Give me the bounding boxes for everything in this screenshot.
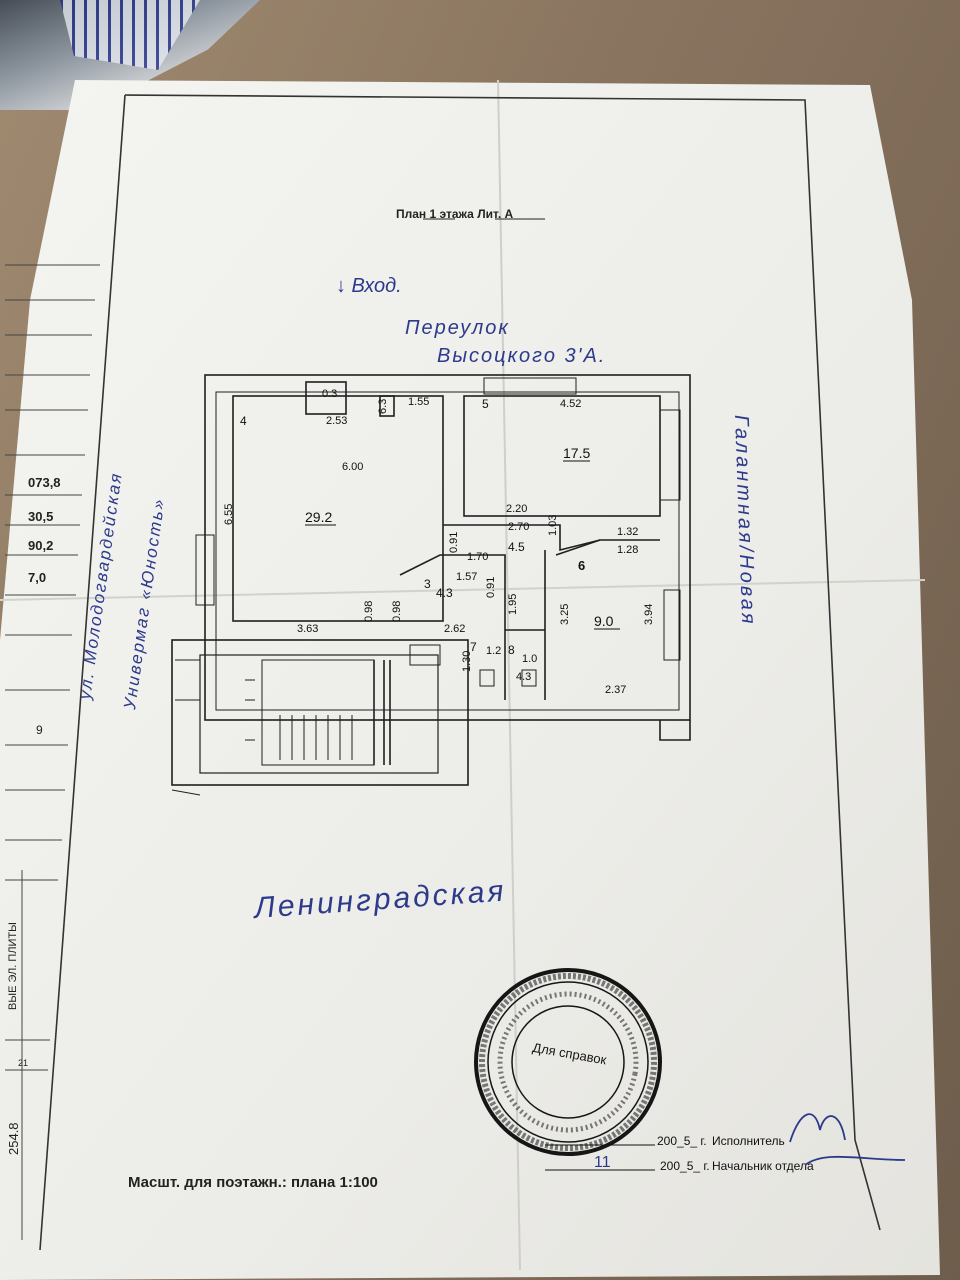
dim-label: 3.63 [297,623,318,635]
stair-treads [245,679,353,760]
strip-value: 9 [36,723,43,737]
fold-line [497,79,521,1271]
round-stamp: Для справок [474,968,662,1156]
dim-label: 1.03 [547,515,559,536]
plan-title: План 1 этажа Лит. А [396,207,513,221]
room-mark: 8 [508,643,515,657]
drawing-frame [124,94,881,1231]
dim-label: 4.52 [560,398,581,410]
room-area-5: 17.5 [563,445,590,461]
dim-label: 2.37 [605,684,626,696]
dim-label: 1.55 [408,396,429,408]
dim-label: 1.28 [617,544,638,556]
room-area-7: 1.2 [486,645,501,657]
strip-value: 073,8 [28,475,61,490]
lane-address: Высоцкого 3'А. [437,345,606,367]
dim-label: 3.25 [559,604,571,625]
entrance-note: ↓ Вход. [336,275,402,297]
dimension-labels: 0.3 2.53 6.3 1.55 4.52 6.00 6.55 2.20 2.… [223,388,655,696]
strip-value: 30,5 [28,509,53,524]
dim-label: 1.57 [456,571,477,583]
paper-sheet [0,80,940,1280]
sig-year-1: 200_5_ г. [657,1134,707,1148]
dim-label: 0.98 [363,601,375,622]
dim-label: 1.95 [507,594,519,615]
signature-block: 200_5_ г. Исполнитель 11 200_5_ г. Начал… [545,1113,906,1173]
dim-label: 2.62 [444,623,465,635]
strip-value: 21 [18,1058,28,1068]
dim-label: 2.70 [508,521,529,533]
dim-label: 0.91 [485,577,497,598]
dim-label: 6.00 [342,461,363,473]
frame-left-line [39,94,126,1251]
sig-role-2: Начальник отдела [712,1159,814,1173]
floor-plan [171,374,691,796]
sig-year-2: 200_5_ г. [660,1159,710,1173]
dim-label: 4.3 [516,671,531,683]
strip-value: 90,2 [28,538,53,553]
sig-role-1: Исполнитель [712,1134,785,1148]
dim-label: 1.30 [461,651,473,672]
dim-label: 2.53 [326,415,347,427]
strip-label: ВЫЕ ЭЛ. ПЛИТЫ [7,922,19,1010]
fold-line [0,579,926,601]
strip-value: 254.8 [6,1122,21,1155]
dim-label: 0.3 [322,388,337,400]
lane-name: Переулок [405,317,510,339]
dim-label: 6.55 [223,504,235,525]
dim-label: 0.91 [448,532,460,553]
room-mark: 6 [578,558,585,573]
signature-scribble [789,1113,906,1166]
room-marks: 4 5 6 7 8 3 [240,397,585,657]
dim-label: 6.3 [377,399,389,414]
dim-label: 2.20 [506,503,527,515]
strip-value: 7,0 [28,570,46,585]
dim-label: 3.94 [643,604,655,625]
room-area-1: 29.2 [305,509,332,525]
room-area-2: 4.5 [508,540,525,554]
scale-note: Масшт. для поэтажн.: плана 1:100 [128,1174,378,1191]
sig-day: 11 [594,1154,611,1171]
room-area-8: 1.0 [522,653,537,665]
dim-label: 1.70 [467,551,488,563]
dim-label: 1.32 [617,526,638,538]
room-mark: 5 [482,397,489,411]
room-area-6: 9.0 [594,613,614,629]
room-mark: 4 [240,414,247,428]
left-ruled-strip [5,264,100,1240]
room-area-3: 4.3 [436,586,453,600]
room-mark: 3 [424,577,431,591]
dim-label: 0.98 [391,601,403,622]
room-mark: 7 [470,640,477,654]
